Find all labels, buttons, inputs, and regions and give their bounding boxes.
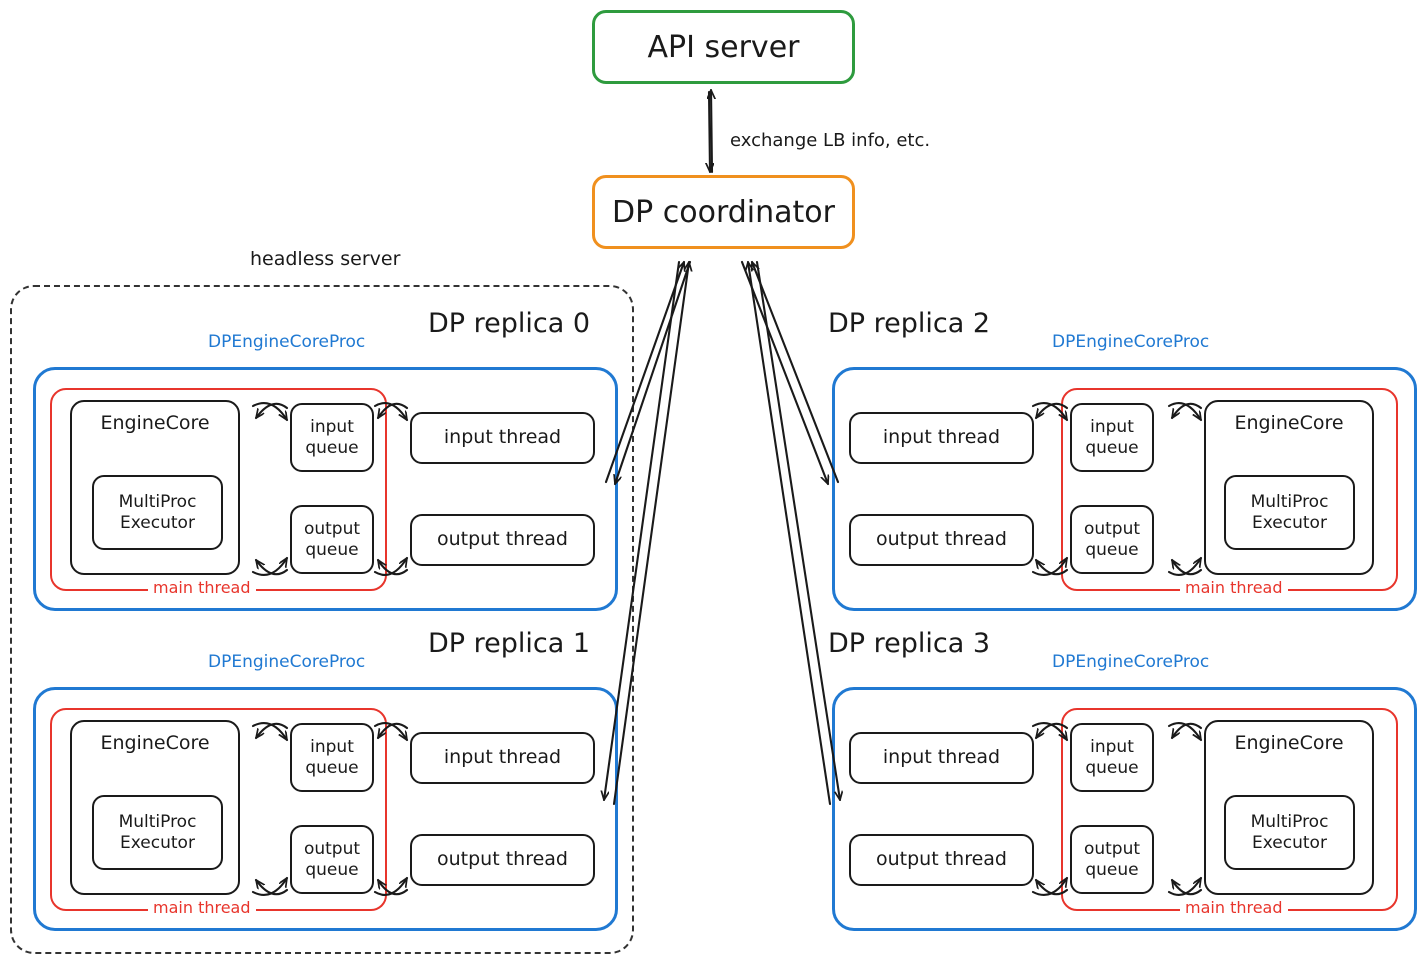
arrow-replica-2-to-coordinator <box>740 260 828 486</box>
arrow-coordinator-to-replica-3 <box>748 260 832 806</box>
dp-replica-3-engine-core-label: EngineCore <box>1234 732 1344 754</box>
dp-replica-3-output-queue[interactable]: output queue <box>1070 825 1154 894</box>
api-server-box[interactable]: API server <box>592 10 855 84</box>
dp-replica-2-multiproc-executor[interactable]: MultiProc Executor <box>1224 475 1355 550</box>
arrow-api-to-coordinator <box>709 90 710 174</box>
dp-replica-2-output-queue[interactable]: output queue <box>1070 505 1154 574</box>
dp-replica-1-output-queue-line1: output <box>303 839 361 860</box>
dp-replica-2-input-queue-line1: input <box>1090 417 1134 438</box>
dp-replica-0-output-thread[interactable]: output thread <box>410 514 595 566</box>
dp-replica-0-engine-core-label: EngineCore <box>100 412 210 434</box>
dp-replica-1-proc-box[interactable] <box>33 687 618 931</box>
dp-replica-2-output-thread[interactable]: output thread <box>849 514 1034 566</box>
dp-replica-0-output-queue-line1: output <box>303 519 361 540</box>
dp-replica-3-input-queue-line1: input <box>1090 737 1134 758</box>
dp-replica-3-multiproc-line1: MultiProc <box>1250 812 1329 833</box>
dp-replica-1-main-thread-label: main thread <box>148 898 256 917</box>
arrow-coordinator-to-api <box>711 88 712 174</box>
dp-replica-0-output-queue[interactable]: output queue <box>290 505 374 574</box>
dp-replica-2-output-thread-label: output thread <box>876 528 1007 551</box>
dp-replica-2-multiproc-line1: MultiProc <box>1250 492 1329 513</box>
dp-replica-0-input-queue[interactable]: input queue <box>290 403 374 472</box>
dp-replica-1-output-queue[interactable]: output queue <box>290 825 374 894</box>
dp-replica-0-input-queue-line2: queue <box>305 437 359 458</box>
dp-replica-3-output-queue-line2: queue <box>1085 859 1139 880</box>
dp-replica-3-input-queue[interactable]: input queue <box>1070 723 1154 792</box>
dp-replica-0-title: DP replica 0 <box>428 308 591 339</box>
dp-replica-1-multiproc-line2: Executor <box>120 832 195 853</box>
dp-replica-2-proc-label: DPEngineCoreProc <box>1052 332 1210 352</box>
dp-replica-1-input-thread[interactable]: input thread <box>410 732 595 784</box>
dp-replica-3-multiproc-executor[interactable]: MultiProc Executor <box>1224 795 1355 870</box>
dp-replica-1-title: DP replica 1 <box>428 628 591 659</box>
dp-replica-0-input-queue-line1: input <box>310 417 354 438</box>
dp-replica-1-output-thread-label: output thread <box>437 848 568 871</box>
dp-replica-1-proc-label: DPEngineCoreProc <box>208 652 366 672</box>
dp-replica-0-multiproc-line1: MultiProc <box>118 492 197 513</box>
dp-replica-3-input-thread-label: input thread <box>882 746 1001 769</box>
dp-replica-2-input-thread[interactable]: input thread <box>849 412 1034 464</box>
dp-replica-2-multiproc-line2: Executor <box>1252 512 1327 533</box>
dp-replica-1-input-queue-line2: queue <box>305 757 359 778</box>
dp-replica-2-output-queue-line2: queue <box>1085 539 1139 560</box>
dp-replica-2-main-thread-label: main thread <box>1180 578 1288 597</box>
arrow-replica-3-to-coordinator <box>755 260 840 802</box>
dp-replica-3-proc-box[interactable] <box>832 687 1417 931</box>
dp-coordinator-label: DP coordinator <box>612 194 835 230</box>
dp-replica-2-output-queue-line1: output <box>1083 519 1141 540</box>
dp-replica-1-multiproc-executor[interactable]: MultiProc Executor <box>92 795 223 870</box>
arrow-coordinator-to-replica-2 <box>752 260 840 484</box>
dp-replica-0-input-thread[interactable]: input thread <box>410 412 595 464</box>
dp-replica-0-output-thread-label: output thread <box>437 528 568 551</box>
dp-replica-1-output-queue-line2: queue <box>305 859 359 880</box>
dp-replica-1-multiproc-line1: MultiProc <box>118 812 197 833</box>
dp-replica-1-input-queue[interactable]: input queue <box>290 723 374 792</box>
dp-replica-0-output-queue-line2: queue <box>305 539 359 560</box>
dp-replica-3-main-thread-label: main thread <box>1180 898 1288 917</box>
dp-replica-3-title: DP replica 3 <box>828 628 991 659</box>
dp-replica-1-input-queue-line1: input <box>310 737 354 758</box>
dp-replica-3-input-thread[interactable]: input thread <box>849 732 1034 784</box>
dp-replica-3-output-queue-line1: output <box>1083 839 1141 860</box>
dp-replica-1-engine-core-label: EngineCore <box>100 732 210 754</box>
dp-replica-2-input-queue-line2: queue <box>1085 437 1139 458</box>
dp-replica-1-output-thread[interactable]: output thread <box>410 834 595 886</box>
dp-replica-3-multiproc-line2: Executor <box>1252 832 1327 853</box>
dp-replica-2-title: DP replica 2 <box>828 308 991 339</box>
api-server-label: API server <box>647 29 800 65</box>
headless-server-label: headless server <box>250 248 401 270</box>
dp-replica-3-output-thread[interactable]: output thread <box>849 834 1034 886</box>
dp-replica-3-input-queue-line2: queue <box>1085 757 1139 778</box>
dp-replica-2-input-thread-label: input thread <box>882 426 1001 449</box>
dp-replica-2-engine-core-label: EngineCore <box>1234 412 1344 434</box>
dp-replica-3-proc-label: DPEngineCoreProc <box>1052 652 1210 672</box>
dp-replica-1-input-thread-label: input thread <box>443 746 562 769</box>
dp-coordinator-box[interactable]: DP coordinator <box>592 175 855 249</box>
dp-replica-0-input-thread-label: input thread <box>443 426 562 449</box>
dp-replica-2-input-queue[interactable]: input queue <box>1070 403 1154 472</box>
dp-replica-3-output-thread-label: output thread <box>876 848 1007 871</box>
dp-replica-0-multiproc-executor[interactable]: MultiProc Executor <box>92 475 223 550</box>
dp-replica-0-proc-label: DPEngineCoreProc <box>208 332 366 352</box>
dp-replica-0-main-thread-label: main thread <box>148 578 256 597</box>
exchange-lb-info-label: exchange LB info, etc. <box>730 130 931 151</box>
dp-replica-0-multiproc-line2: Executor <box>120 512 195 533</box>
